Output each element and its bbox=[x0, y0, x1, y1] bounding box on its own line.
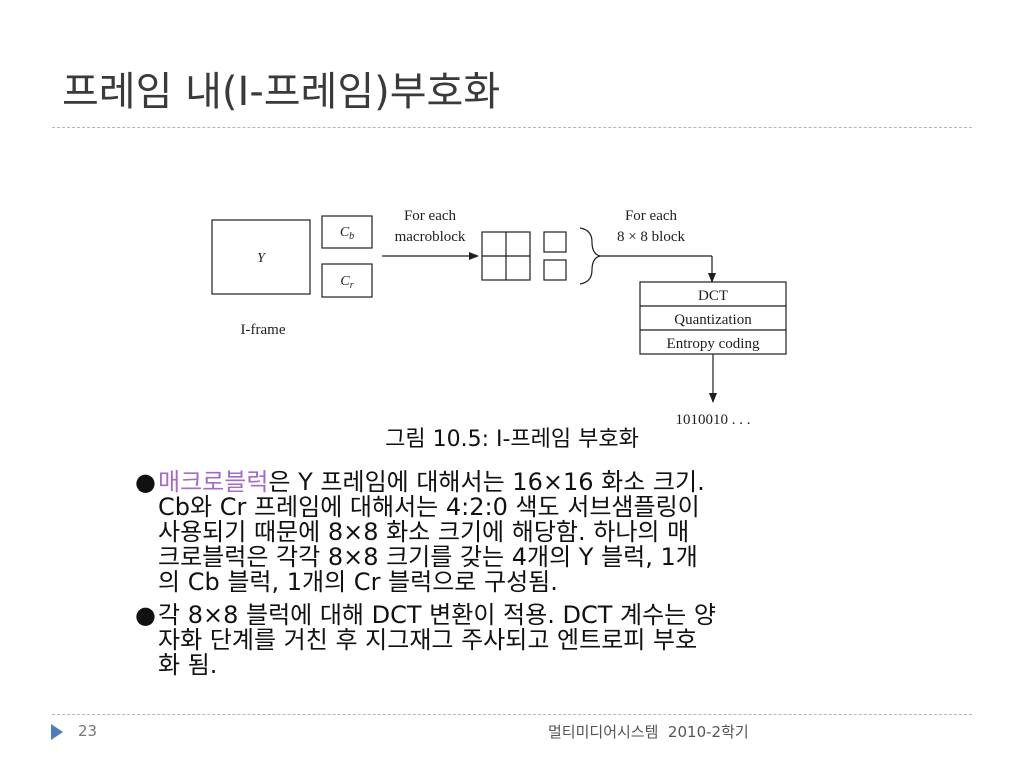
output-bits: 1010010 . . . bbox=[676, 412, 751, 428]
block-size-label: 8 × 8 block bbox=[617, 229, 686, 245]
footer-course: 멀티미디어시스템 2010-2학기 bbox=[548, 723, 749, 741]
figure-caption: 그림 10.5: I-프레임 부호화 bbox=[385, 427, 639, 452]
title-divider bbox=[52, 127, 972, 128]
block-brace bbox=[579, 227, 601, 285]
cb-label: Cb bbox=[340, 225, 354, 242]
bullet-dot-icon: ● bbox=[135, 468, 156, 496]
step-entropy-coding: Entropy coding bbox=[667, 336, 760, 352]
bullet-list: ● 매크로블럭은 Y 프레임에 대해서는 16×16 화소 크기. Cb와 Cr… bbox=[135, 470, 985, 686]
bullet-line: Cb와 Cr 프레임에 대해서는 4:2:0 색도 서브샘플링이 bbox=[158, 493, 700, 521]
iframe-label: I-frame bbox=[241, 322, 286, 338]
cb-block bbox=[543, 231, 567, 253]
play-triangle-icon bbox=[51, 724, 63, 740]
slide-title: 프레임 내(I-프레임)부호화 bbox=[62, 69, 501, 115]
bullet-dot-icon: ● bbox=[135, 601, 156, 629]
bullet-line: 화 됨. bbox=[158, 651, 218, 679]
bullet-line: 의 Cb 블럭, 1개의 Cr 블럭으로 구성됨. bbox=[158, 568, 558, 596]
bullet-line: 각 8×8 블럭에 대해 DCT 변환이 적용. DCT 계수는 양 bbox=[158, 601, 716, 629]
bullet-line: 사용되기 때문에 8×8 화소 크기에 해당함. 하나의 매 bbox=[158, 518, 690, 546]
step-dct: DCT bbox=[698, 288, 728, 304]
for-each-macroblock-label: For each bbox=[404, 208, 457, 224]
y-frame-box bbox=[211, 219, 311, 295]
y-label: Y bbox=[257, 251, 267, 266]
cr-block bbox=[543, 259, 567, 281]
for-each-block-label: For each bbox=[625, 208, 678, 224]
macroblock-label: macroblock bbox=[395, 229, 466, 245]
iframe-coding-diagram: Y Cb Cr I-frame For each macroblock For … bbox=[200, 196, 800, 432]
step-quantization: Quantization bbox=[674, 312, 752, 328]
bullet-line: 자화 단계를 거친 후 지그재그 주사되고 엔트로피 부호 bbox=[158, 626, 698, 654]
cr-box bbox=[321, 263, 373, 298]
cr-label: Cr bbox=[340, 274, 353, 291]
footer-divider bbox=[52, 714, 972, 715]
page-number: 23 bbox=[78, 722, 98, 740]
bullet-dct: ● 각 8×8 블럭에 대해 DCT 변환이 적용. DCT 계수는 양 자화 … bbox=[135, 603, 985, 678]
bullet-line: 은 Y 프레임에 대해서는 16×16 화소 크기. bbox=[268, 468, 705, 496]
highlight-term: 매크로블럭 bbox=[158, 468, 269, 496]
bullet-text: 매크로블럭은 Y 프레임에 대해서는 16×16 화소 크기. bbox=[158, 470, 985, 495]
bullet-line: 크로블럭은 각각 8×8 크기를 갖는 4개의 Y 블럭, 1개 bbox=[158, 543, 698, 571]
cb-box bbox=[321, 215, 373, 249]
bullet-macroblock: ● 매크로블럭은 Y 프레임에 대해서는 16×16 화소 크기. Cb와 Cr… bbox=[135, 470, 985, 595]
